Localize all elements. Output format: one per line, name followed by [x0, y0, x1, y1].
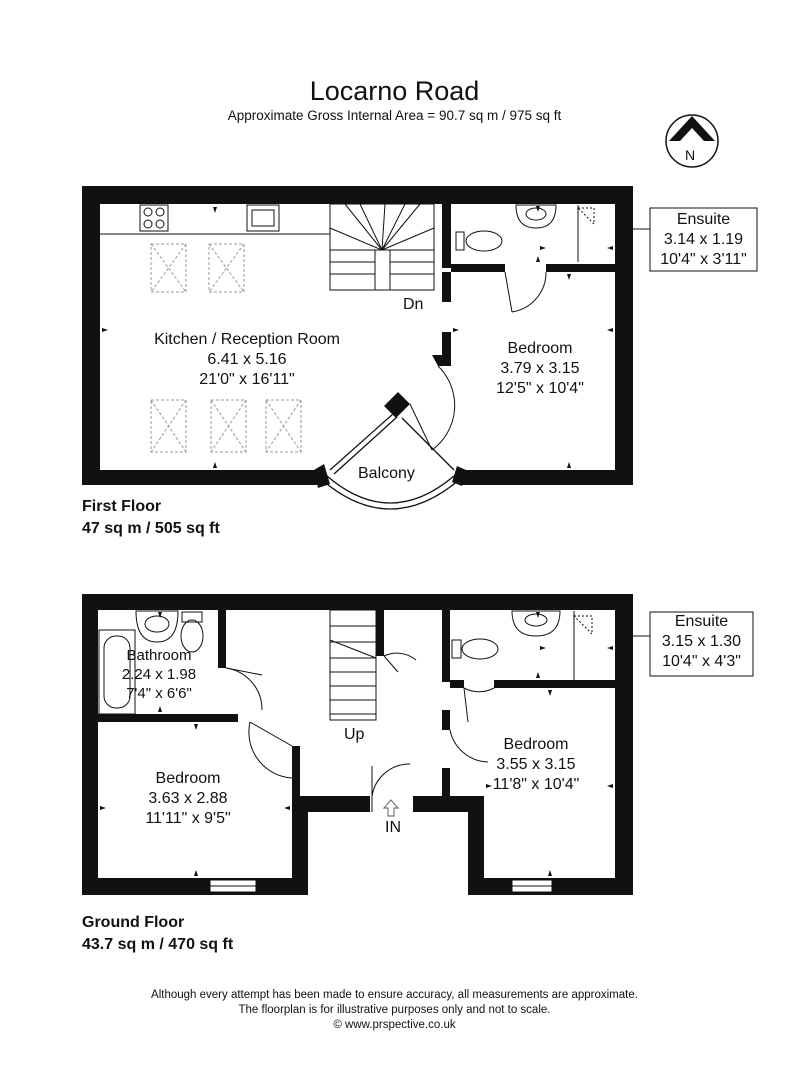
room-imperial: 10'4" x 3'11" [660, 251, 747, 268]
windows [209, 879, 553, 893]
ground-floor-walls [82, 594, 633, 895]
gross-area-subtitle: Approximate Gross Internal Area = 90.7 s… [227, 108, 562, 123]
room-metric: 6.41 x 5.16 [207, 351, 287, 368]
compass-label: N [685, 147, 696, 163]
disclaimer-line-1: Although every attempt has been made to … [151, 989, 638, 1001]
dimension-ticks [100, 206, 613, 876]
disclaimer-line-2: The floorplan is for illustrative purpos… [238, 1004, 551, 1016]
entrance-arrow-icon [382, 799, 400, 817]
compass-icon [665, 114, 719, 168]
ground-floor-ensuite-label: Ensuite 3.15 x 1.30 10'4" x 4'3" [650, 612, 753, 672]
first-floor-stairs [329, 203, 435, 291]
floor-name: Ground Floor [82, 914, 185, 931]
kitchen-reception-label: Kitchen / Reception Room 6.41 x 5.16 21'… [122, 330, 372, 390]
ground-floor-doors [225, 652, 495, 812]
balcony-label: Balcony [358, 465, 415, 482]
room-imperial: 21'0" x 16'11" [199, 371, 295, 388]
bathroom-label: Bathroom 2.24 x 1.98 7'4" x 6'6" [104, 646, 214, 703]
floor-area: 43.7 sq m / 470 sq ft [82, 936, 234, 953]
page-title: Locarno Road [309, 76, 480, 106]
room-metric: 3.15 x 1.30 [661, 633, 742, 650]
first-floor-ensuite-label: Ensuite 3.14 x 1.19 10'4" x 3'11" [650, 210, 757, 270]
copyright-link[interactable]: © www.prspective.co.uk [333, 1019, 456, 1031]
room-metric: 3.14 x 1.19 [663, 231, 744, 248]
first-floor-bedroom-label: Bedroom 3.79 x 3.15 12'5" x 10'4" [470, 339, 610, 399]
ensuite-callout-lines [633, 207, 758, 272]
ground-floor-stairs [329, 609, 377, 721]
room-name: Ensuite [676, 211, 731, 228]
skylights [150, 243, 302, 453]
room-name: Bedroom [155, 770, 221, 787]
ground-floor-fixtures [98, 610, 593, 715]
room-metric: 3.55 x 3.15 [496, 756, 576, 773]
first-floor-doors [409, 271, 547, 451]
room-name: Ensuite [674, 613, 729, 630]
stairs-up-label: Up [344, 726, 365, 743]
entrance-label: IN [385, 819, 401, 836]
room-imperial: 11'8" x 10'4" [492, 776, 580, 793]
room-imperial: 12'5" x 10'4" [496, 380, 584, 397]
room-imperial: 10'4" x 4'3" [662, 653, 741, 670]
kitchen-counter [100, 204, 330, 235]
room-imperial: 7'4" x 6'6" [126, 685, 192, 702]
ground-floor-heading: Ground Floor 43.7 sq m / 470 sq ft [82, 912, 233, 956]
room-metric: 2.24 x 1.98 [121, 666, 197, 683]
first-floor-ensuite-fixtures [455, 204, 595, 262]
room-name: Bedroom [507, 340, 573, 357]
balcony-outline [321, 412, 460, 510]
ensuite-callout-lines-ground [633, 611, 754, 677]
stairs-down-label: Dn [403, 296, 424, 313]
ground-floor-bedroom-left-label: Bedroom 3.63 x 2.88 11'11" x 9'5" [118, 769, 258, 829]
room-imperial: 11'11" x 9'5" [145, 810, 231, 827]
room-name: Bedroom [503, 736, 569, 753]
room-metric: 3.63 x 2.88 [148, 790, 228, 807]
first-floor-walls [82, 186, 633, 488]
ground-floor-bedroom-right-label: Bedroom 3.55 x 3.15 11'8" x 10'4" [466, 735, 606, 795]
room-metric: 3.79 x 3.15 [500, 360, 580, 377]
first-floor-heading: First Floor 47 sq m / 505 sq ft [82, 496, 220, 540]
floor-name: First Floor [82, 498, 162, 515]
disclaimer: Although every attempt has been made to … [0, 988, 789, 1033]
room-name: Kitchen / Reception Room [154, 331, 340, 348]
floor-area: 47 sq m / 505 sq ft [82, 520, 220, 537]
room-name: Bathroom [126, 647, 192, 664]
